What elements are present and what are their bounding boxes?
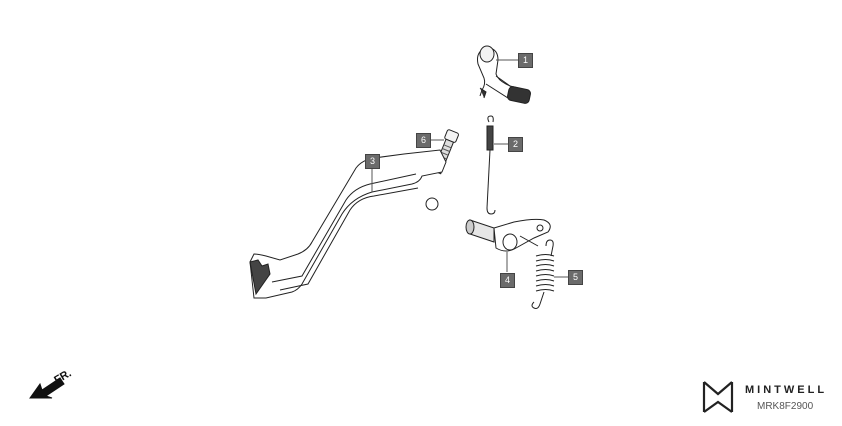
callout-1: 1 (518, 53, 533, 68)
part-3-pedal-lever (249, 149, 447, 299)
callout-4: 4 (500, 273, 515, 288)
callout-3: 3 (365, 154, 380, 169)
callout-6: 6 (416, 133, 431, 148)
callout-2: 2 (508, 137, 523, 152)
part-2-spring (486, 115, 496, 215)
callout-5: 5 (568, 270, 583, 285)
part-1-shift-arm (477, 45, 531, 104)
brand-name: MINTWELL (745, 384, 828, 396)
mintwell-logo-icon (702, 381, 734, 413)
part-code: MRK8F2900 (757, 401, 814, 412)
arrow-down-left-icon (29, 377, 65, 399)
part-5-coil-spring (531, 239, 555, 309)
part-4-shaft-arm (465, 218, 551, 252)
